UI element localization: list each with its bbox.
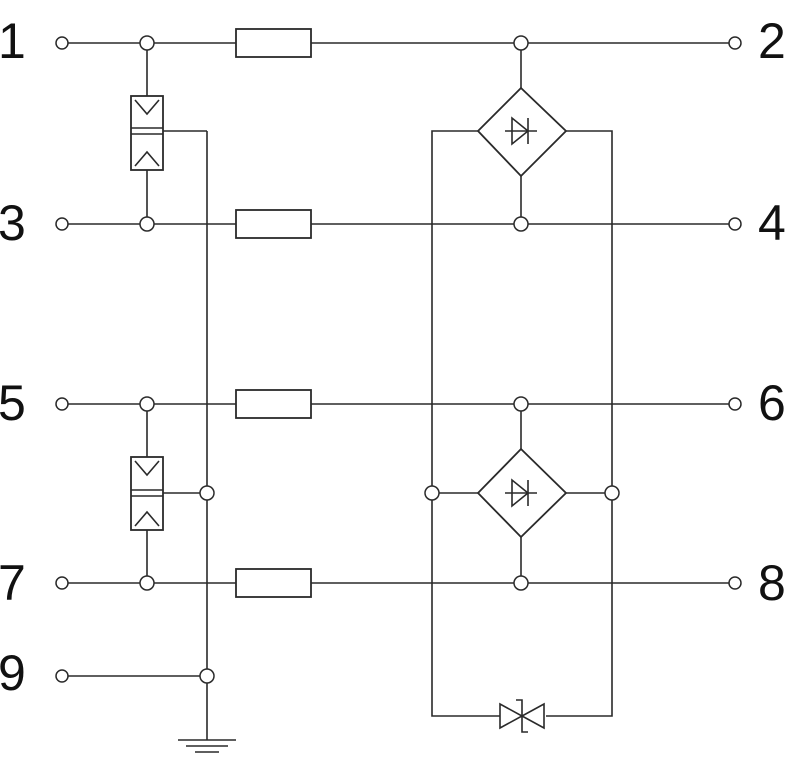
terminal-label-6: 6 — [758, 375, 786, 431]
terminal-label-5: 5 — [0, 375, 26, 431]
line-wires — [62, 42, 735, 677]
terminal-label-1: 1 — [0, 13, 26, 69]
diode-bridge-icon — [476, 86, 568, 178]
junction-node — [424, 485, 440, 501]
terminal-label-7: 7 — [0, 555, 26, 611]
terminal-label-9: 9 — [0, 645, 26, 701]
terminal-pin-8 — [728, 576, 742, 590]
ground-icon — [178, 739, 236, 753]
terminal-pin-6 — [728, 397, 742, 411]
resistor-icon — [235, 389, 312, 419]
junction-nodes — [139, 35, 620, 684]
junction-node — [139, 35, 155, 51]
junction-node — [139, 575, 155, 591]
junction-node — [199, 668, 215, 684]
terminal-pin-2 — [728, 36, 742, 50]
tvs-diode-icon — [499, 699, 545, 733]
resistor-icon — [235, 28, 312, 58]
resistor-icon — [235, 568, 312, 598]
gas-discharge-tube-icon — [130, 95, 164, 171]
terminal-label-8: 8 — [758, 555, 786, 611]
terminal-label-4: 4 — [758, 195, 786, 251]
terminal-pin-3 — [55, 217, 69, 231]
junction-node — [513, 575, 529, 591]
junction-node — [513, 216, 529, 232]
terminal-label-3: 3 — [0, 195, 26, 251]
terminal-pins — [55, 36, 742, 683]
resistor-icon — [235, 209, 312, 239]
bus-wires — [146, 43, 613, 740]
junction-node — [513, 35, 529, 51]
terminal-pin-4 — [728, 217, 742, 231]
gas-discharge-tube-icon — [130, 456, 164, 531]
junction-node — [604, 485, 620, 501]
junction-node — [139, 396, 155, 412]
terminal-pin-1 — [55, 36, 69, 50]
terminal-pin-5 — [55, 397, 69, 411]
wire-positive-bus — [546, 130, 613, 717]
junction-node — [199, 485, 215, 501]
terminal-pin-7 — [55, 576, 69, 590]
junction-node — [513, 396, 529, 412]
diode-bridge-icon — [476, 447, 568, 539]
wire-negative-bus — [431, 130, 500, 717]
terminal-pin-9 — [55, 669, 69, 683]
terminal-label-2: 2 — [758, 13, 786, 69]
junction-node — [139, 216, 155, 232]
